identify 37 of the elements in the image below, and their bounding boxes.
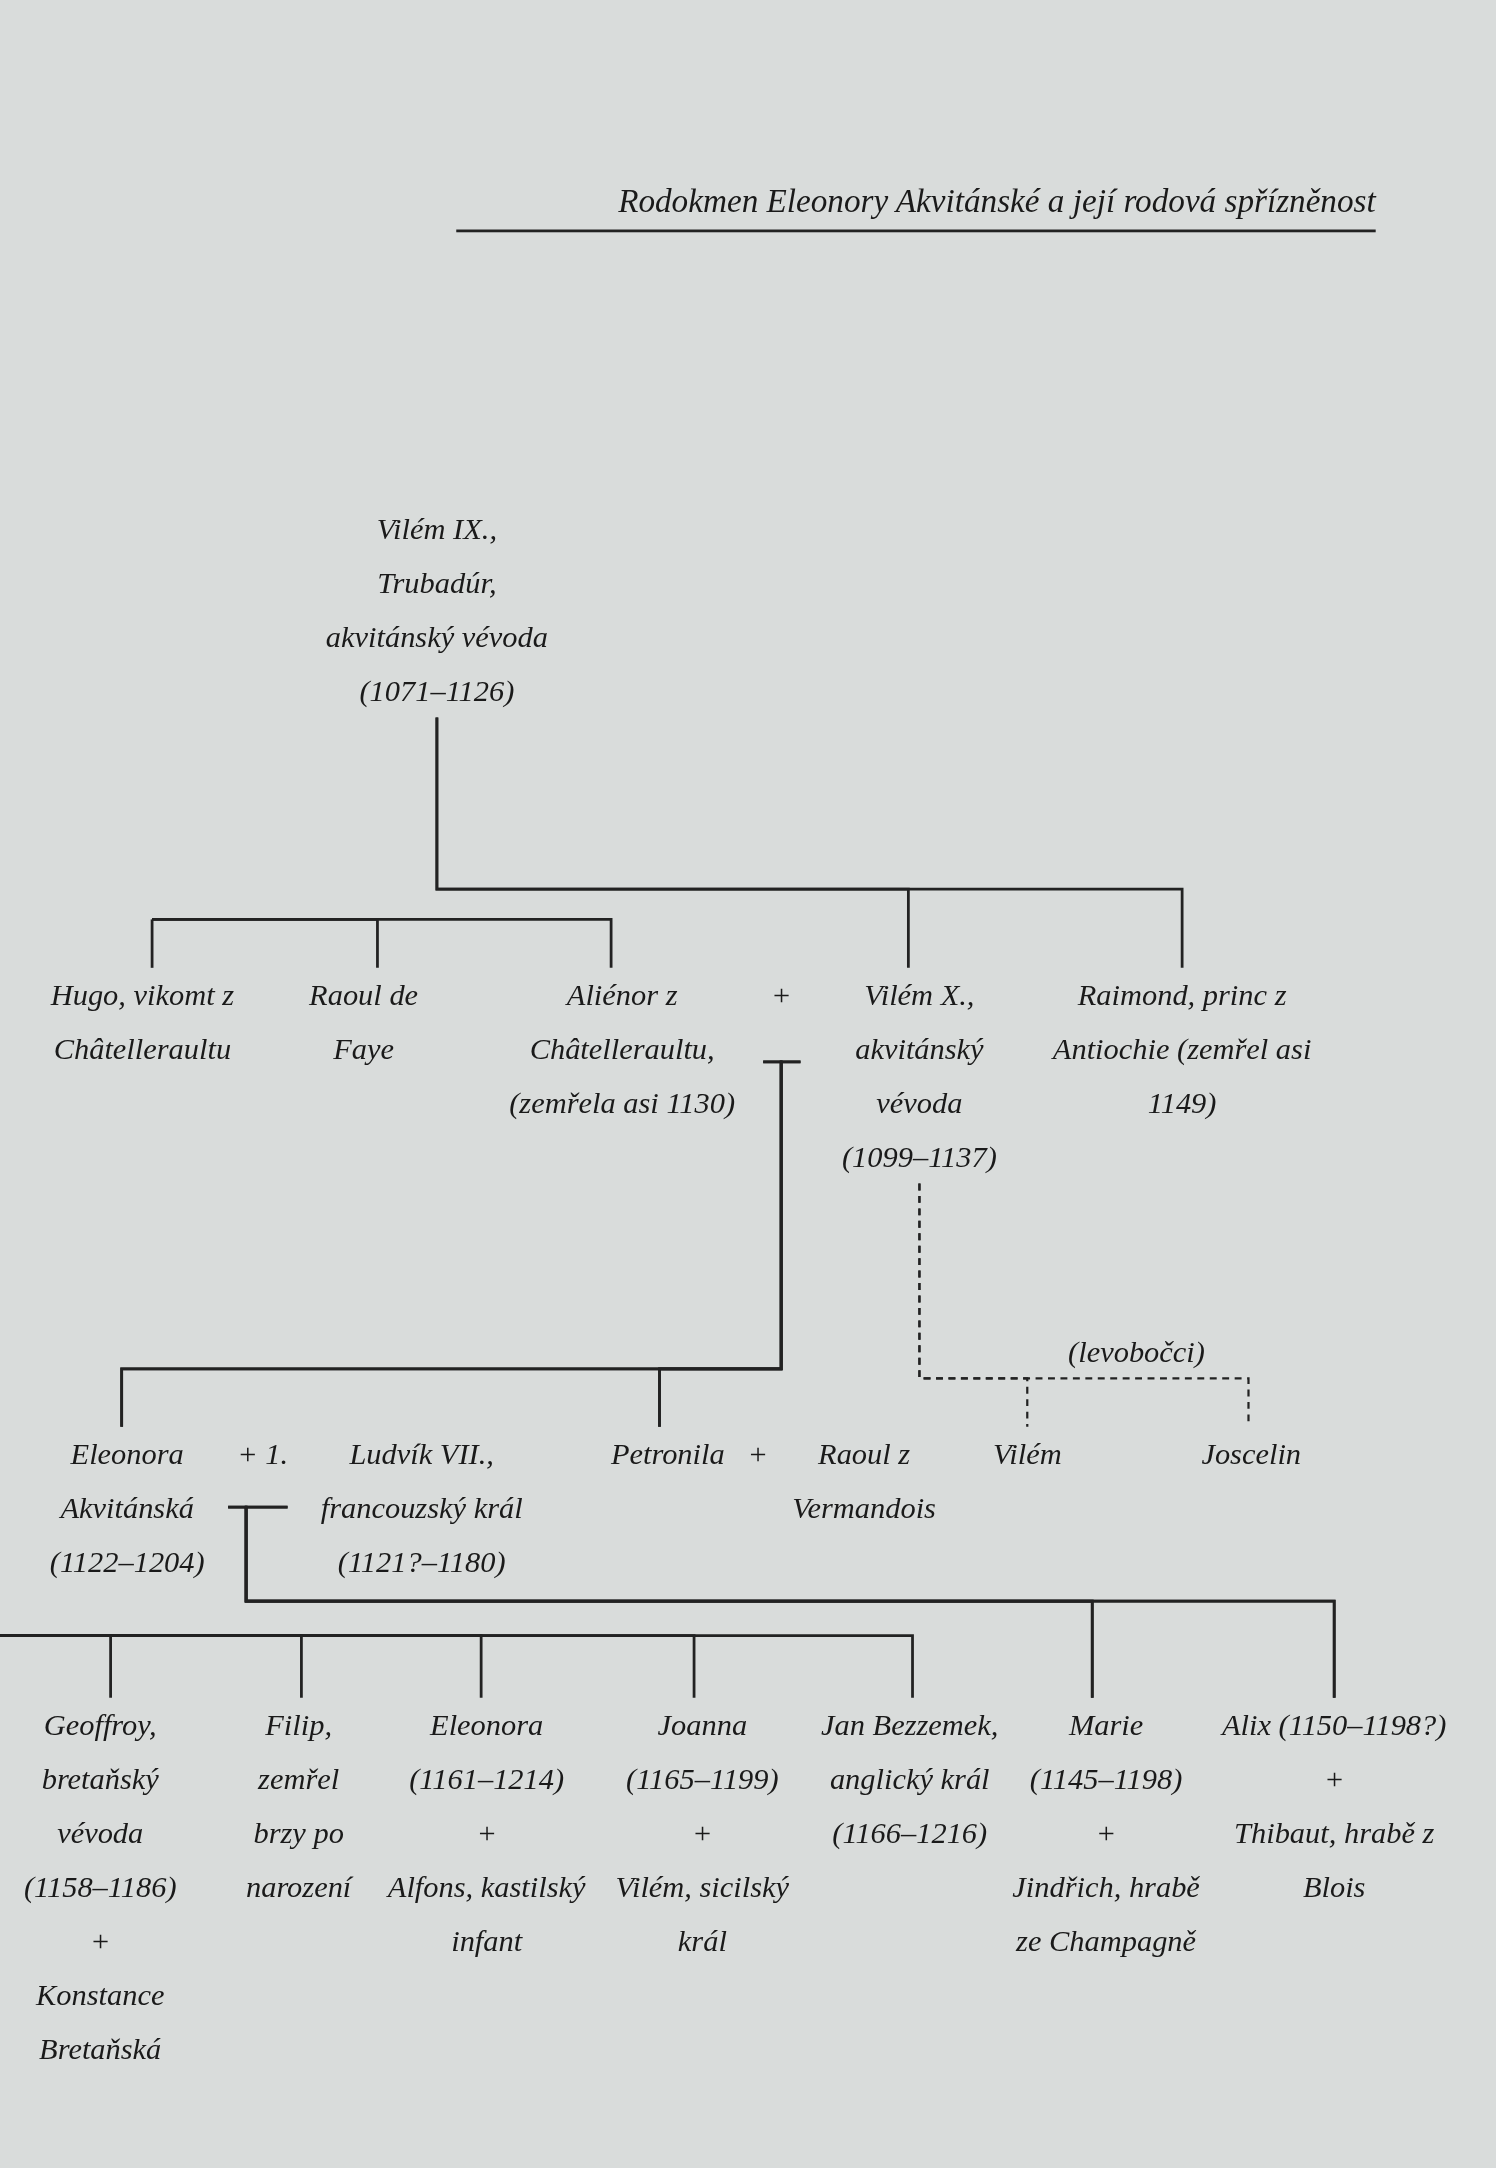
person-name: Raimond, princ z Antiochie (zemřel asi 1149) [1043,967,1321,1130]
person-entry-text: Vilém, sicilský král [614,1868,791,1960]
person-entry-text: + [1094,1814,1118,1852]
person-name: Raoul de Faye [308,967,419,1076]
person-entry-text: + [88,1922,112,1960]
annotation-text: (levobočci) [1068,1335,1205,1369]
connector-line [152,918,613,968]
person-name: Hugo, vikomt z Châtelleraultu [38,967,247,1076]
person-entry-text: + [1322,1760,1346,1798]
connector-line [0,1634,914,1698]
person-entry-text: Alix (1150–1198?) [1219,1706,1448,1745]
annotation-text: + [770,978,792,1013]
person-entry-text: Thibaut, hrabě z Blois [1233,1814,1436,1906]
person-entry-text: + [475,1814,498,1852]
person-name: Vilém IX., Trubadúr, akvitánský vévoda (1071–1126) [319,501,555,718]
person-name: Joscelin [1175,1426,1328,1481]
person-name: Jan Bezzemek, anglický král (1166–1216) [812,1697,1007,1860]
person-entry-text: Geoffroy, bretaňský vévoda (1158–1186) [22,1706,178,1906]
person-entry-text: Konstance Bretaňská [34,1976,166,2068]
person-entry-text: + [691,1814,714,1852]
person-name: Filip, zemřel brzy po narození [232,1697,365,1914]
person-name: Eleonora Akvitánská (1122–1204) [0,1426,233,1589]
person-entry-text: Marie (1145–1198) [1028,1706,1184,1798]
person-name: Raoul z Vermandois [774,1426,954,1535]
title-heading: Rodokmen Eleonory Akvitánské a její rodová spřízněnost [456,176,1376,233]
connector-line [435,717,1184,968]
annotation-text: + 1. [237,1437,289,1472]
person-name: Aliénor z Châtelleraultu, (zemřela asi 1130) [463,967,768,1130]
person-entry-text: Alfons, kastilský infant [385,1868,587,1960]
person-entry-text: Jindřich, hrabě ze Champagně [1011,1868,1201,1960]
person-name: Petronila [594,1426,742,1481]
person-name: Vilém [965,1426,1090,1481]
person-entry-text: Eleonora (1161–1214) [408,1706,566,1798]
annotation-text: + [747,1437,768,1472]
person-name: Vilém X., akvitánský vévoda (1099–1137) [796,967,1043,1184]
connector-line [150,919,154,968]
person-entry-text: Joanna (1165–1199) [625,1706,780,1798]
